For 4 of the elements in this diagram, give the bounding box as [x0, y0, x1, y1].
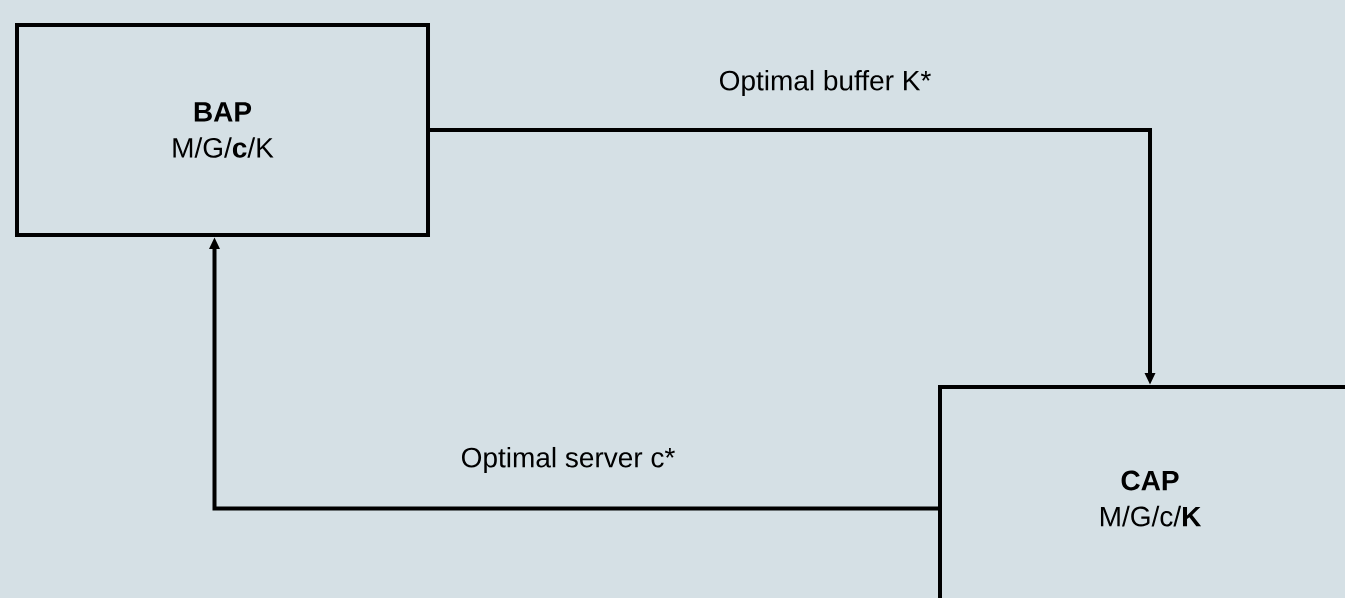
process-box: CAP M/G/c/K: [938, 385, 1345, 598]
process-box: BAP M/G/c/K: [15, 23, 430, 237]
edge-label: Optimal server c*: [462, 446, 675, 474]
edge-label: Optimal buffer K*: [720, 69, 931, 97]
